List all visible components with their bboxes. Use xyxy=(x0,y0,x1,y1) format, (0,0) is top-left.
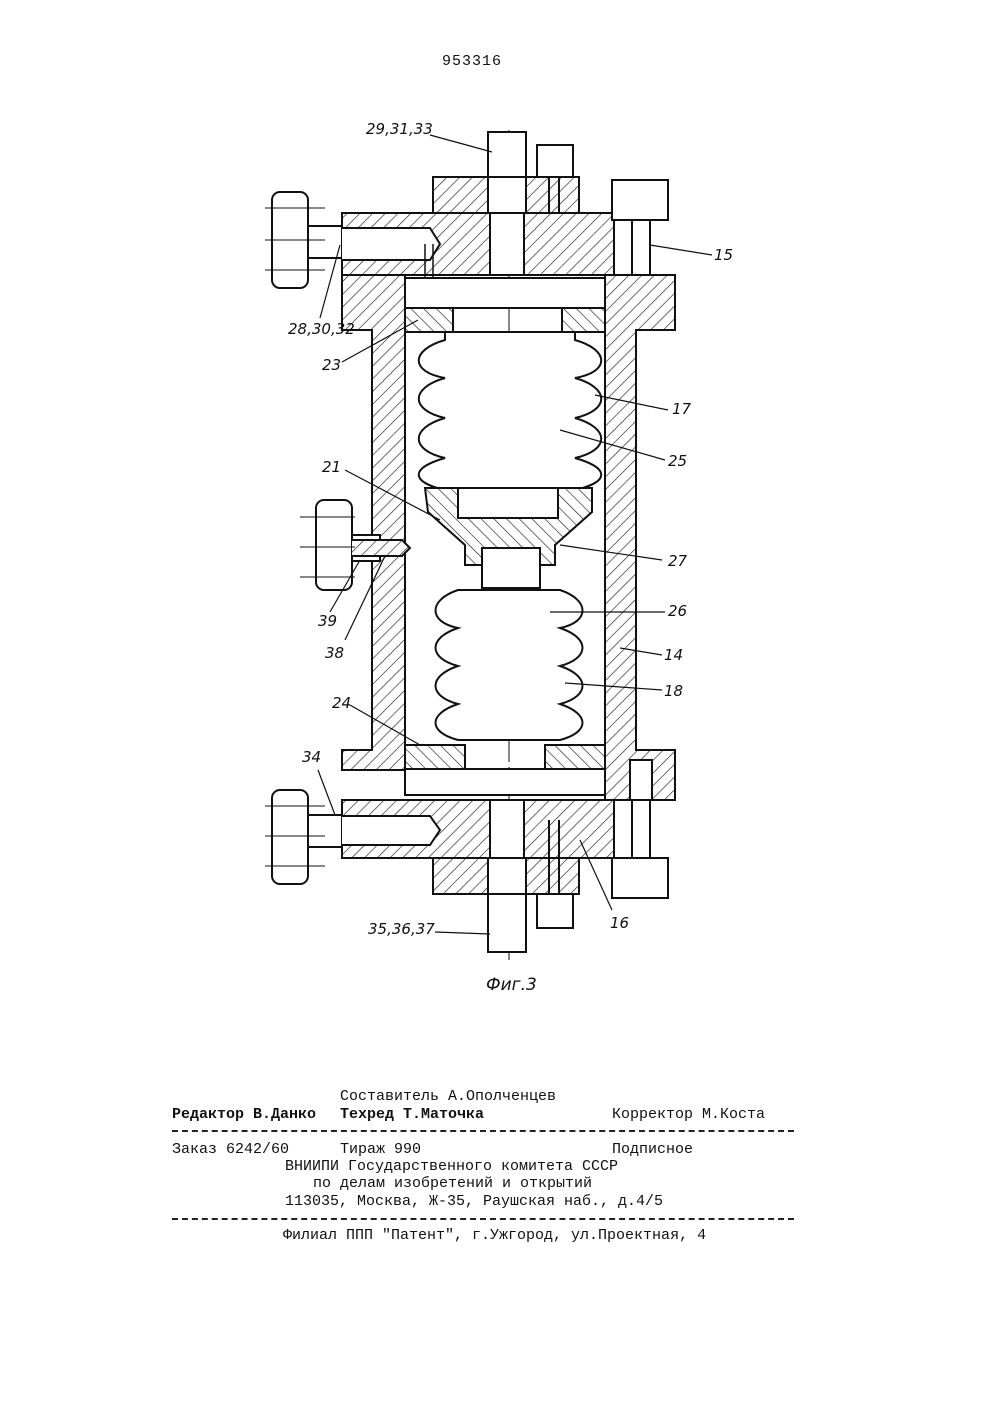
callout-label: 34 xyxy=(302,748,321,766)
bottom-valve-knob xyxy=(272,790,308,884)
right-bottom-nut xyxy=(612,858,668,898)
figure-caption: Фиг.3 xyxy=(486,975,537,995)
bottom-shaft xyxy=(488,894,526,952)
callout-label: 35,36,37 xyxy=(368,920,435,938)
callout-label: 16 xyxy=(610,914,629,932)
imprint-subscription: Подписное xyxy=(612,1141,693,1158)
imprint-editor: Редактор В.Данко xyxy=(172,1106,316,1123)
housing-right-wall xyxy=(605,275,675,800)
top-nut xyxy=(537,145,573,177)
callout-label: 14 xyxy=(664,646,683,664)
callout-label: 18 xyxy=(664,682,683,700)
imprint-branch: Филиал ППП "Патент", г.Ужгород, ул.Проек… xyxy=(283,1227,706,1244)
imprint-address: 113035, Москва, Ж-35, Раушская наб., д.4… xyxy=(285,1193,663,1210)
callout-label: 17 xyxy=(672,400,692,418)
callout-label: 28,30,32 xyxy=(288,320,355,338)
right-top-nut xyxy=(612,180,668,220)
callout-label: 15 xyxy=(714,246,733,264)
bottom-nut xyxy=(537,894,573,928)
imprint-circulation: Тираж 990 xyxy=(340,1141,421,1158)
bottom-ring-24 xyxy=(405,745,465,769)
callout-label: 21 xyxy=(322,458,341,476)
callout-label: 25 xyxy=(668,452,687,470)
callout-label: 38 xyxy=(325,644,344,662)
top-shaft xyxy=(488,132,526,177)
callout-label: 27 xyxy=(668,552,688,570)
upper-bellows-17 xyxy=(419,332,602,490)
imprint-compiler: Составитель А.Ополченцев xyxy=(340,1088,556,1105)
imprint-corrector: Корректор М.Коста xyxy=(612,1106,765,1123)
imprint-order: Заказ 6242/60 xyxy=(172,1141,289,1158)
top-ring-23 xyxy=(405,308,453,332)
imprint-org-line1: ВНИИПИ Государственного комитета СССР xyxy=(285,1158,618,1175)
dashed-rule xyxy=(172,1130,794,1132)
imprint-techred: Техред Т.Маточка xyxy=(340,1106,484,1123)
callout-label: 24 xyxy=(332,694,351,712)
callout-label: 26 xyxy=(668,602,687,620)
dashed-rule xyxy=(172,1218,794,1220)
callout-label: 29,31,33 xyxy=(366,120,433,138)
imprint-org-line2: по делам изобретений и открытий xyxy=(313,1175,592,1192)
callout-label: 23 xyxy=(322,356,341,374)
technical-drawing: 29,31,33 28,30,32 15 23 17 25 21 27 39 3… xyxy=(0,0,1000,1010)
callout-label: 39 xyxy=(318,612,337,630)
